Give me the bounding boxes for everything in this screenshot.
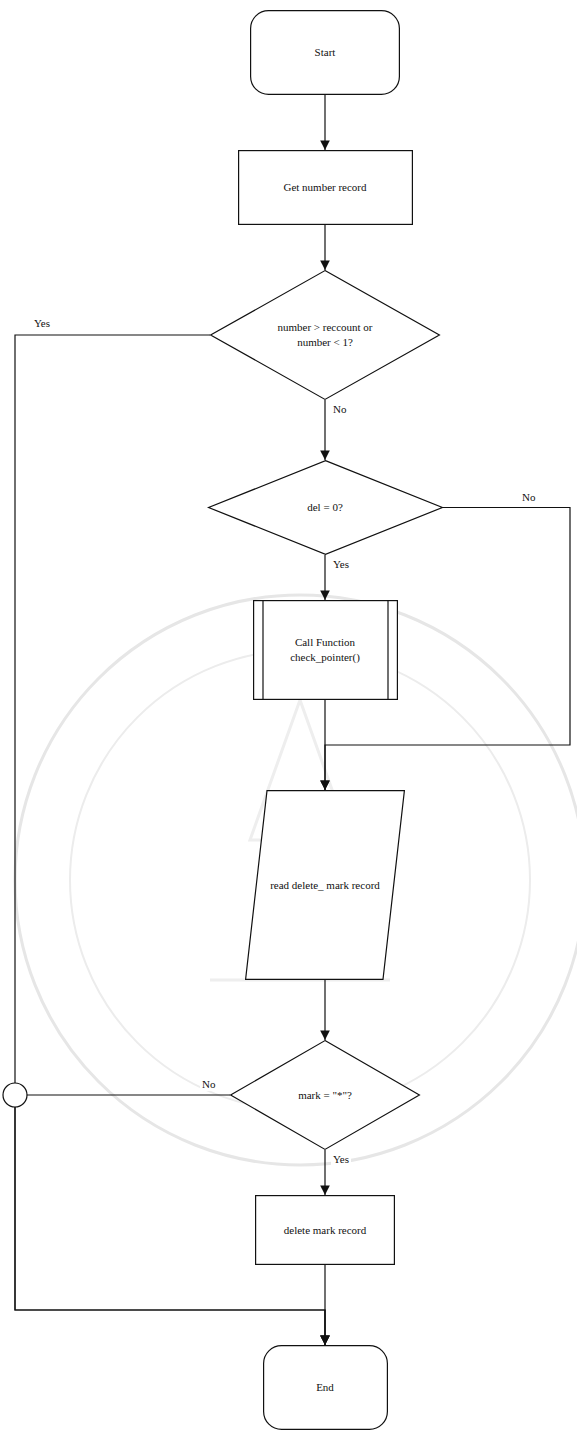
input-output-parallelogram: read delete_ mark record bbox=[245, 790, 405, 980]
terminal-box: End bbox=[263, 1345, 388, 1430]
flow-arrow bbox=[324, 225, 325, 270]
seal-ring bbox=[15, 595, 577, 1165]
outline bbox=[263, 1346, 387, 1430]
node-text: number > reccount or number < 1? bbox=[268, 320, 383, 350]
process-box: Get number record bbox=[238, 150, 413, 225]
predefined-process-box: Call Function check_pointer() bbox=[253, 600, 398, 700]
node-text: Get number record bbox=[283, 180, 366, 195]
node-text: del = 0? bbox=[307, 500, 343, 515]
decision-diamond: number > reccount or number < 1? bbox=[210, 270, 440, 400]
flow-arrow bbox=[324, 980, 325, 1040]
predefined-process-box-outline bbox=[253, 600, 398, 700]
node-text: delete mark record bbox=[284, 1223, 366, 1238]
flow-arrow bbox=[324, 95, 325, 150]
flow-arrow bbox=[324, 400, 325, 460]
outline bbox=[231, 1041, 420, 1150]
branch-label: No bbox=[331, 403, 348, 416]
node-text: Call Function check_pointer() bbox=[268, 635, 383, 665]
decision-diamond: del = 0? bbox=[208, 460, 443, 555]
connector-circle bbox=[3, 1083, 27, 1107]
side-bar bbox=[387, 601, 388, 700]
decision-diamond-outline bbox=[210, 270, 440, 400]
flow-arrow bbox=[324, 1150, 325, 1195]
branch-label: No bbox=[200, 1078, 217, 1091]
branch-label: Yes bbox=[32, 317, 52, 330]
node-text: Start bbox=[315, 45, 336, 60]
side-bar bbox=[262, 601, 263, 700]
flow-arrow bbox=[324, 700, 325, 790]
seal-ring bbox=[70, 650, 530, 1110]
flow-arrow bbox=[324, 1265, 325, 1345]
decision-diamond: mark = "*"? bbox=[230, 1040, 420, 1150]
branch-label: Yes bbox=[331, 558, 351, 571]
outline bbox=[208, 461, 442, 555]
outline bbox=[251, 11, 400, 95]
outline bbox=[253, 601, 397, 700]
node-text: read delete_ mark record bbox=[270, 878, 380, 893]
outline bbox=[211, 271, 440, 400]
outline bbox=[256, 1196, 395, 1265]
outline bbox=[246, 791, 405, 980]
node-text: End bbox=[316, 1380, 334, 1395]
process-box: delete mark record bbox=[255, 1195, 395, 1265]
flow-arrow bbox=[324, 555, 325, 600]
branch-label: Yes bbox=[331, 1153, 351, 1166]
outline bbox=[238, 151, 412, 225]
node-text: mark = "*"? bbox=[298, 1088, 352, 1103]
terminal-box: Start bbox=[250, 10, 400, 95]
branch-label: No bbox=[520, 491, 537, 504]
